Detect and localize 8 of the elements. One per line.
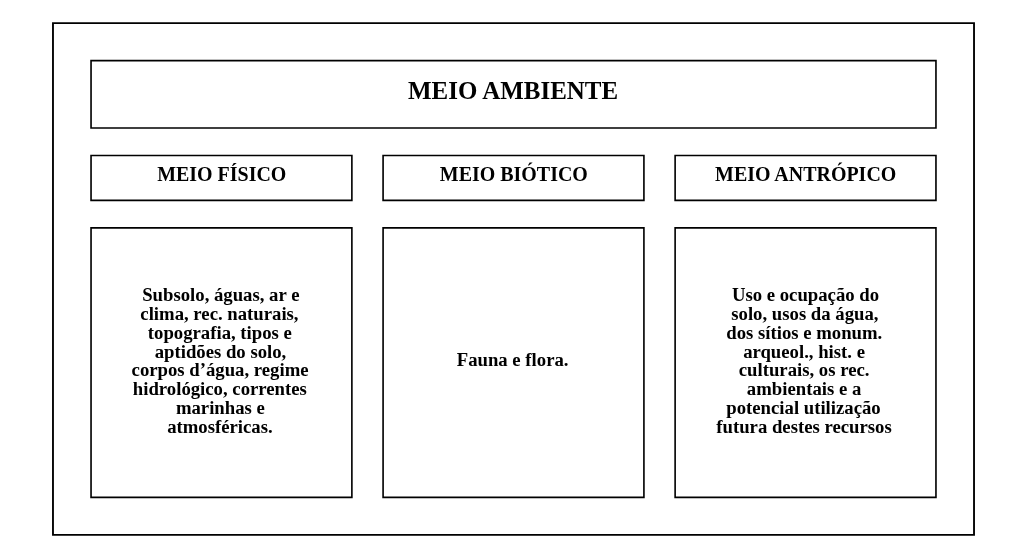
node-box: Uso e ocupação do solo, usos da água, dos sítios e monum. arqueol., hist. e culturais, os rec. ambientais e a potencial utilização futura destes recursos (674, 227, 937, 499)
node-box: MEIO AMBIENTE (90, 59, 937, 129)
node-box: Fauna e flora. (382, 227, 645, 499)
node-box: Subsolo, águas, ar e clima, rec. naturais, topografia, tipos e aptidões do solo, corpos d’água, regime hidrológico, correntes marinhas e atmosféricas. (90, 227, 353, 499)
node-box: MEIO ANTRÓPICO (674, 154, 937, 202)
cluster (52, 22, 975, 536)
node-box: MEIO BIÓTICO (382, 154, 645, 202)
node-box: MEIO FÍSICO (90, 154, 353, 202)
